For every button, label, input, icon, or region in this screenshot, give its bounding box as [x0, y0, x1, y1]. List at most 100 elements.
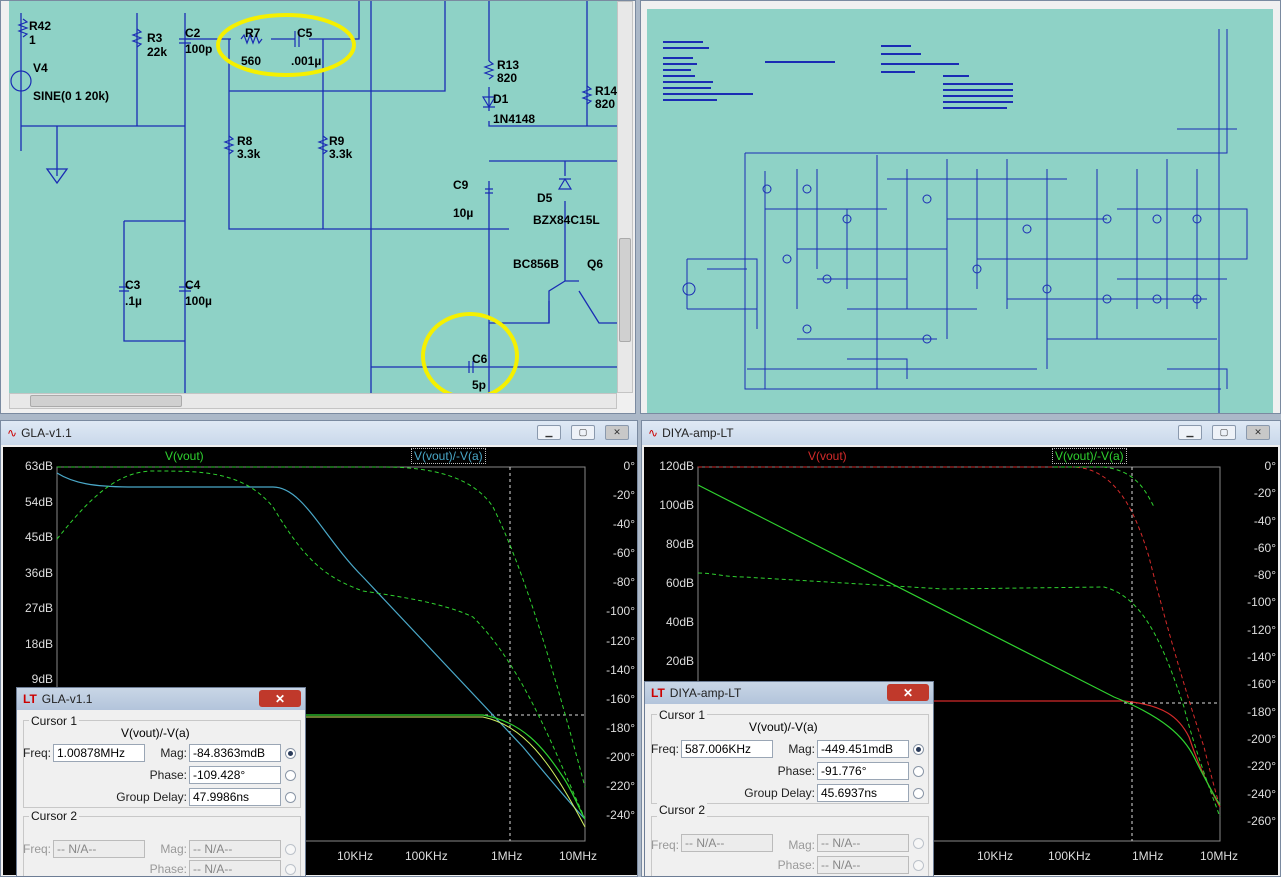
- diya-x-tick-100k: 100KHz: [1048, 849, 1091, 863]
- phase2-radio: [285, 864, 296, 875]
- part-q6: Q6: [587, 257, 604, 271]
- phase-label: Phase:: [149, 768, 187, 782]
- mag-label: Mag:: [160, 746, 187, 760]
- close-button[interactable]: ✕: [605, 425, 629, 440]
- diya-schematic-window: [640, 0, 1281, 414]
- gla-legend-right[interactable]: V(vout)/-V(a): [411, 448, 486, 464]
- mag-radio[interactable]: [285, 748, 296, 759]
- diya-x-tick-1m: 1MHz: [1132, 849, 1164, 863]
- cursor1-expr: V(vout)/-V(a): [121, 726, 190, 740]
- group-delay-label: Group Delay:: [744, 786, 815, 800]
- part-c5: C5.001µ: [291, 26, 322, 68]
- freq2-field: -- N/A--: [53, 840, 145, 858]
- mag-radio[interactable]: [913, 744, 924, 755]
- diya-vout-ratio-magnitude: [697, 484, 1221, 806]
- freq2-field: -- N/A--: [681, 834, 773, 852]
- maximize-button[interactable]: ▢: [571, 425, 595, 440]
- diya-y-right-labels: 0° -20° -40° -60° -80° -100° -120° -140°…: [1247, 459, 1276, 828]
- gla-x-tick-10k: 10KHz: [337, 849, 374, 863]
- phase-radio[interactable]: [913, 766, 924, 777]
- freq-label: Freq:: [651, 742, 680, 756]
- hscroll-thumb[interactable]: [30, 395, 182, 407]
- freq2-label: Freq:: [23, 842, 52, 856]
- close-button[interactable]: ✕: [259, 690, 301, 707]
- close-button[interactable]: ✕: [887, 684, 929, 701]
- freq2-label: Freq:: [651, 838, 680, 852]
- gla-y-left-labels: 63dB 54dB 45dB 36dB 27dB 18dB 9dB: [24, 459, 53, 686]
- diya-x-tick-10m: 10MHz: [1200, 849, 1239, 863]
- cursor1-label: Cursor 1: [657, 708, 708, 722]
- ltspice-logo-icon: LT: [23, 692, 37, 706]
- mag-field[interactable]: -84.8363mdB: [189, 744, 281, 762]
- group-delay-radio[interactable]: [285, 792, 296, 803]
- freq-field[interactable]: 587.006KHz: [681, 740, 773, 758]
- gla-cursor-title: GLA-v1.1: [41, 692, 93, 706]
- gla-legend-left[interactable]: V(vout): [165, 449, 204, 463]
- waveform-icon: ∿: [648, 426, 659, 440]
- mag2-radio: [913, 838, 924, 849]
- diya-vout-ratio-dashed: [697, 572, 1221, 818]
- group-delay-field[interactable]: 47.9986ns: [189, 788, 281, 806]
- vscroll-thumb[interactable]: [619, 238, 631, 342]
- phase-radio[interactable]: [285, 770, 296, 781]
- gla-plot-title: GLA-v1.1: [21, 426, 72, 440]
- diya-legend-right[interactable]: V(vout)/-V(a): [1052, 448, 1127, 464]
- cursor2-label: Cursor 2: [657, 803, 708, 817]
- group-delay-radio[interactable]: [913, 788, 924, 799]
- freq-field[interactable]: 1.00878MHz: [53, 744, 145, 762]
- gla-schematic-hscroll[interactable]: [9, 393, 617, 409]
- maximize-button[interactable]: ▢: [1212, 425, 1236, 440]
- mag-label: Mag:: [788, 742, 815, 756]
- diya-cursor-title: DIYA-amp-LT: [669, 686, 742, 700]
- diya-legend-left[interactable]: V(vout): [808, 449, 847, 463]
- cursor2-group: [23, 816, 301, 876]
- gla-y-right-labels: 0° -20° -40° -60° -80° -100° -120° -140°…: [606, 459, 635, 823]
- mag2-field: -- N/A--: [817, 834, 909, 852]
- cursor2-label: Cursor 2: [29, 809, 80, 823]
- mag2-label: Mag:: [160, 842, 187, 856]
- minimize-button[interactable]: ▁: [1178, 425, 1202, 440]
- cursor1-expr: V(vout)/-V(a): [749, 720, 818, 734]
- phase2-field: -- N/A--: [817, 856, 909, 874]
- gla-x-tick-100k: 100KHz: [405, 849, 448, 863]
- mag2-label: Mag:: [788, 838, 815, 852]
- phase-field[interactable]: -109.428°: [189, 766, 281, 784]
- gla-plot-titlebar[interactable]: ∿ GLA-v1.1: [1, 421, 637, 445]
- gla-vout-magnitude: [56, 472, 586, 820]
- diya-schematic-canvas[interactable]: [647, 9, 1273, 413]
- gla-x-tick-1m: 1MHz: [491, 849, 523, 863]
- gla-cursor-dialog: LT GLA-v1.1 ✕ Cursor 1 V(vout)/-V(a) Fre…: [16, 687, 306, 877]
- gla-schematic-vscroll[interactable]: [617, 1, 633, 393]
- mag-field[interactable]: -449.451mdB: [817, 740, 909, 758]
- phase-field[interactable]: -91.776°: [817, 762, 909, 780]
- minimize-button[interactable]: ▁: [537, 425, 561, 440]
- diya-plot-titlebar[interactable]: ∿ DIYA-amp-LT: [642, 421, 1280, 445]
- phase2-field: -- N/A--: [189, 860, 281, 876]
- diya-cursor-titlebar[interactable]: LT DIYA-amp-LT: [645, 682, 933, 704]
- diya-vout-magnitude-dashed: [698, 466, 1221, 808]
- gla-vout-ratio-phase: [57, 466, 586, 788]
- diya-cursor-dialog: LT DIYA-amp-LT ✕ Cursor 1 V(vout)/-V(a) …: [644, 681, 934, 877]
- gla-vout-ratio-magnitude: [56, 470, 586, 820]
- cursor1-label: Cursor 1: [29, 714, 80, 728]
- gla-cursor-titlebar[interactable]: LT GLA-v1.1: [17, 688, 305, 710]
- group-delay-field[interactable]: 45.6937ns: [817, 784, 909, 802]
- close-button[interactable]: ✕: [1246, 425, 1270, 440]
- phase2-label: Phase:: [149, 862, 187, 876]
- gla-vout-phase: [303, 714, 586, 820]
- gla-x-tick-10m: 10MHz: [559, 849, 598, 863]
- cursor2-group: [651, 816, 929, 876]
- r7-value: 560: [241, 54, 262, 68]
